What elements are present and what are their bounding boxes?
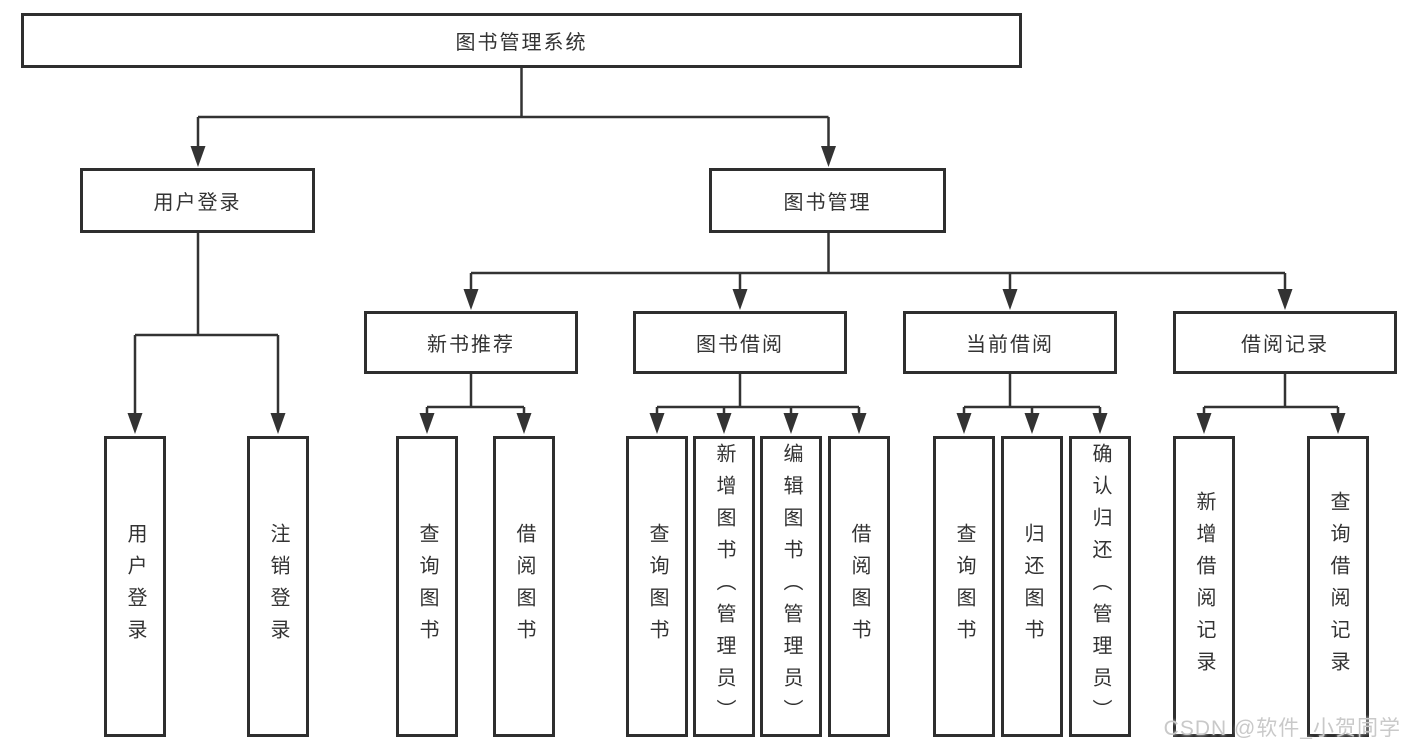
- node-new-book-recommendation: 新书推荐: [364, 311, 578, 374]
- node-book-management: 图书管理: [709, 168, 946, 233]
- node-library-management-system: 图书管理系统: [21, 13, 1022, 68]
- leaf-confirm-return-admin: 确认归还（管理员）: [1069, 436, 1131, 737]
- leaf-query-borrow-record: 查询借阅记录: [1307, 436, 1369, 737]
- node-book-borrowing: 图书借阅: [633, 311, 847, 374]
- leaf-edit-books-admin: 编辑图书（管理员）: [760, 436, 822, 737]
- leaf-add-books-admin: 新增图书（管理员）: [693, 436, 755, 737]
- node-user-login: 用户登录: [80, 168, 315, 233]
- csdn-watermark: CSDN @软件_小贺同学: [1163, 717, 1401, 740]
- leaf-borrow-books: 借阅图书: [828, 436, 890, 737]
- leaf-borrow-books-recommend: 借阅图书: [493, 436, 555, 737]
- leaf-query-books-current: 查询图书: [933, 436, 995, 737]
- node-borrowing-records: 借阅记录: [1173, 311, 1397, 374]
- leaf-query-books-recommend: 查询图书: [396, 436, 458, 737]
- leaf-logout: 注销登录: [247, 436, 309, 737]
- leaf-return-books: 归还图书: [1001, 436, 1063, 737]
- leaf-query-books-borrowing: 查询图书: [626, 436, 688, 737]
- leaf-user-login: 用户登录: [104, 436, 166, 737]
- leaf-add-borrow-record: 新增借阅记录: [1173, 436, 1235, 737]
- node-current-borrowing: 当前借阅: [903, 311, 1117, 374]
